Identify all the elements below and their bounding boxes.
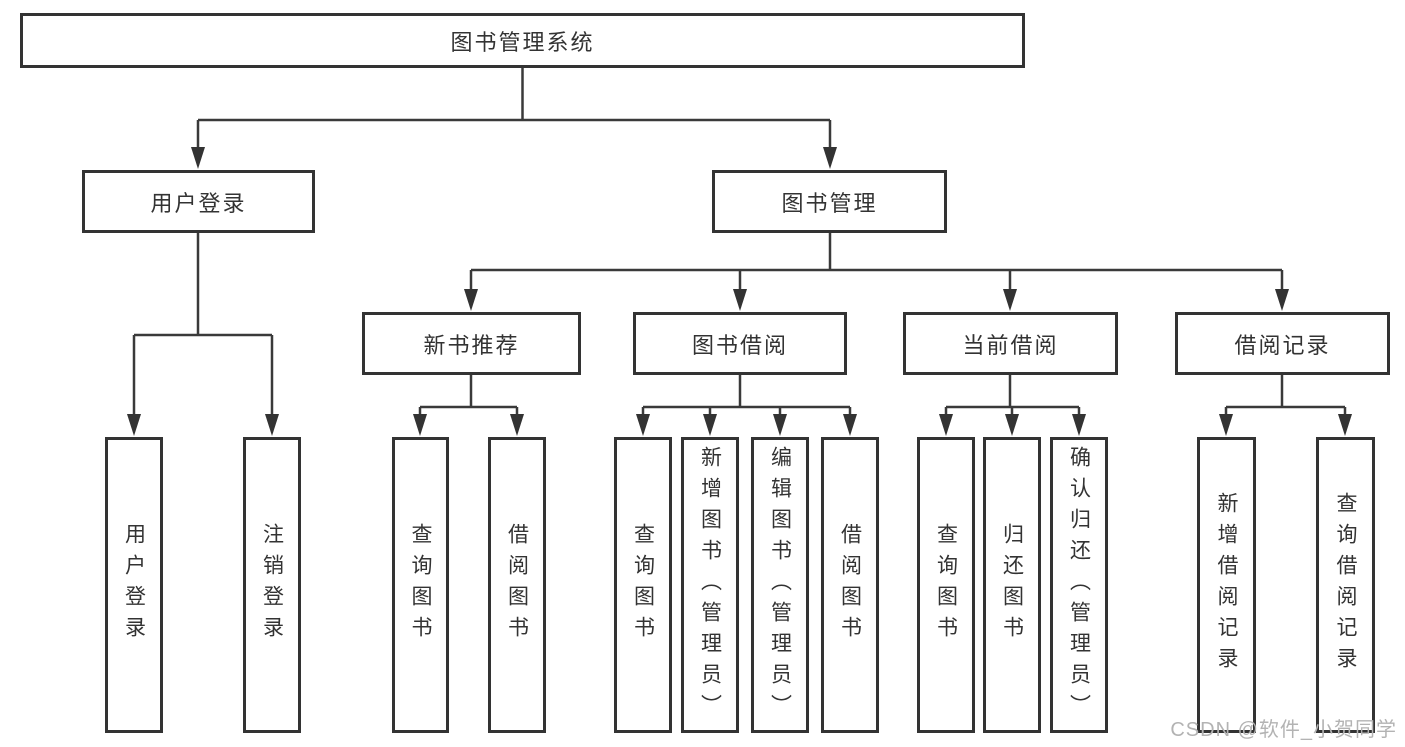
node-user-login-leaf: 用户登录 xyxy=(105,437,163,733)
node-borrow-books-recommend: 借阅图书 xyxy=(488,437,546,733)
node-query-books-recommend: 查询图书 xyxy=(392,437,449,733)
node-label: 查询借阅记录 xyxy=(1334,492,1357,678)
node-query-books-current: 查询图书 xyxy=(917,437,975,733)
node-logout: 注销登录 xyxy=(243,437,301,733)
node-label: 借阅图书 xyxy=(505,523,529,647)
node-label: 借阅记录 xyxy=(1234,332,1331,358)
csdn-watermark: CSDN @软件_小贺同学 xyxy=(1170,719,1397,741)
node-label: 图书借阅 xyxy=(691,332,788,358)
node-add-books-admin: 新增图书（管理员） xyxy=(681,437,739,733)
node-new-book-recommendation: 新书推荐 xyxy=(362,312,581,375)
node-label: 用户登录 xyxy=(150,190,247,216)
node-label: 新增图书（管理员） xyxy=(698,445,722,725)
node-edit-books-admin: 编辑图书（管理员） xyxy=(751,437,809,733)
connector-user-login-children xyxy=(132,233,274,417)
node-book-management: 图书管理 xyxy=(712,170,947,233)
node-library-management-system: 图书管理系统 xyxy=(20,13,1025,68)
node-label: 新书推荐 xyxy=(423,332,520,358)
node-label: 借阅图书 xyxy=(838,523,862,647)
arrowheads xyxy=(127,147,1352,436)
node-label: 查询图书 xyxy=(934,523,958,647)
node-add-borrow-record: 新增借阅记录 xyxy=(1197,437,1256,733)
node-book-borrowing: 图书借阅 xyxy=(633,312,847,375)
node-label: 图书管理系统 xyxy=(450,29,595,55)
node-borrow-books-borrowing: 借阅图书 xyxy=(821,437,879,733)
node-label: 查询图书 xyxy=(409,523,432,647)
connector-root-to-level2 xyxy=(196,68,832,150)
node-return-books: 归还图书 xyxy=(983,437,1041,733)
node-label: 归还图书 xyxy=(1000,523,1024,647)
node-label: 图书管理 xyxy=(781,190,878,216)
node-user-login: 用户登录 xyxy=(82,170,315,233)
node-label: 新增借阅记录 xyxy=(1215,492,1238,678)
node-label: 编辑图书（管理员） xyxy=(768,445,792,725)
connector-borrowing-children xyxy=(641,375,852,417)
connector-book-management-children xyxy=(469,233,1284,292)
node-label: 当前借阅 xyxy=(962,332,1059,358)
node-label: 确认归还（管理员） xyxy=(1067,445,1091,725)
node-query-books-borrowing: 查询图书 xyxy=(614,437,672,733)
node-label: 查询图书 xyxy=(631,523,655,647)
connector-records-children xyxy=(1224,375,1347,417)
connector-current-children xyxy=(944,375,1081,417)
node-query-borrow-record: 查询借阅记录 xyxy=(1316,437,1375,733)
node-borrowing-records: 借阅记录 xyxy=(1175,312,1390,375)
node-confirm-return-admin: 确认归还（管理员） xyxy=(1050,437,1108,733)
node-current-borrowing: 当前借阅 xyxy=(903,312,1118,375)
node-label: 用户登录 xyxy=(122,523,146,647)
connector-recommend-children xyxy=(418,375,519,417)
node-label: 注销登录 xyxy=(260,523,284,647)
